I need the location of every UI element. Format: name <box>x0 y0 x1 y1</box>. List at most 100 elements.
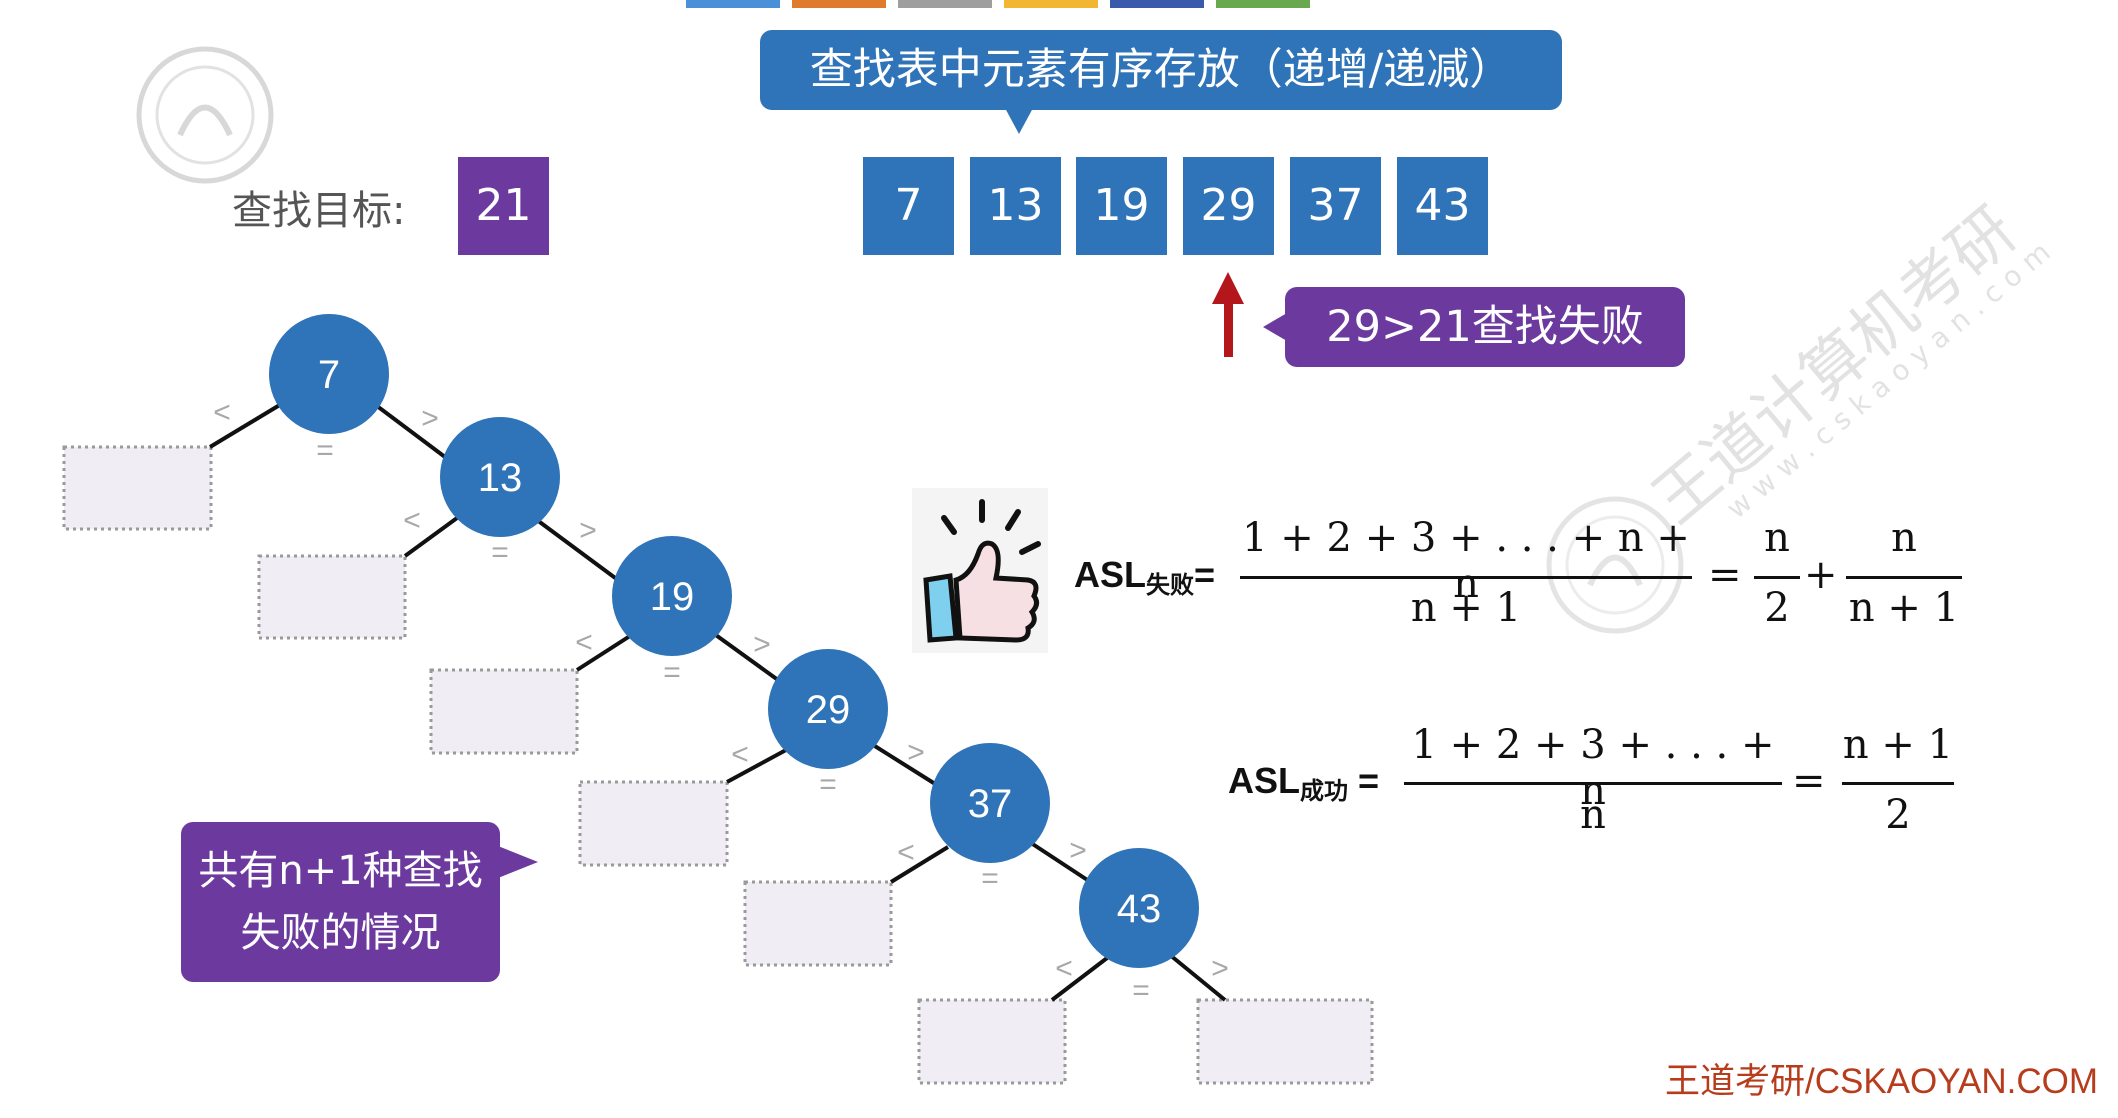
tree-node-label: 37 <box>968 782 1013 826</box>
up-arrow-icon <box>1212 272 1244 304</box>
tree-node-label: 7 <box>318 353 340 397</box>
strip-segment <box>686 0 780 8</box>
tree-edge-left <box>889 845 950 884</box>
edge-eq-label: = <box>1132 974 1150 1007</box>
failure-box <box>578 780 729 867</box>
edge-lt-label: < <box>897 836 915 869</box>
logo-seal-icon <box>1546 496 1684 634</box>
search-fail-callout-text: 29>21查找失败 <box>1326 302 1644 352</box>
strip-segment <box>1004 0 1098 8</box>
edge-lt-label: < <box>1055 952 1073 985</box>
table-cell: 37 <box>1290 157 1381 255</box>
asl-fail-eq: = <box>1194 554 1216 595</box>
color-strip <box>686 0 1310 8</box>
tree-edge-right <box>371 401 455 465</box>
edge-gt-label: > <box>907 736 925 769</box>
table-cell: 13 <box>970 157 1061 255</box>
asl-success-text: ASL <box>1228 760 1300 801</box>
failure-cases-line1: 共有n+1种查找 <box>198 848 483 894</box>
fraction-bar <box>1404 782 1782 785</box>
tree-edge-right <box>535 518 624 585</box>
fraction-bar <box>1846 576 1962 579</box>
search-fail-callout: 29>21查找失败 <box>1263 287 1685 367</box>
tree-node-label: 43 <box>1117 887 1162 931</box>
callout-tail <box>1005 108 1033 134</box>
callout-tail <box>498 846 538 878</box>
failure-box <box>917 998 1067 1085</box>
tree-edge-left <box>403 516 459 558</box>
table-cell: 19 <box>1076 157 1167 255</box>
asl-fail-numerator: 1 + 2 + 3 + . . . + n + n <box>1242 515 1690 607</box>
plus-sign: + <box>1804 552 1838 598</box>
tree-edge-left <box>726 748 787 784</box>
edge-gt-label: > <box>421 402 439 435</box>
strip-segment <box>792 0 886 8</box>
failure-box <box>62 445 213 531</box>
decision-tree: 7 13 19 29 37 43 < > = < > = < > = < > =… <box>62 314 1374 1085</box>
asl-fail-text: ASL <box>1074 554 1146 595</box>
tree-node <box>1079 848 1199 968</box>
tree-edge-left <box>575 634 632 672</box>
tree-edge-left <box>208 401 285 449</box>
equals-sign: = <box>1792 758 1826 804</box>
asl-fail-term2-numerator: n <box>1891 515 1917 561</box>
strip-segment <box>898 0 992 8</box>
failure-box <box>743 880 893 967</box>
failure-box <box>257 554 407 640</box>
tree-node <box>930 743 1050 863</box>
tree-node <box>612 536 732 656</box>
tree-edge-right <box>1023 837 1097 887</box>
asl-fail-denominator: n + 1 <box>1410 585 1522 631</box>
tree-node-label: 13 <box>478 456 523 500</box>
search-target-label: 查找目标: <box>232 188 406 234</box>
edge-gt-label: > <box>1069 834 1087 867</box>
tree-node-label: 29 <box>806 688 851 732</box>
edge-gt-label: > <box>579 514 597 547</box>
edge-lt-label: < <box>731 738 749 771</box>
edge-lt-label: < <box>575 626 593 659</box>
asl-fail-term1-denominator: 2 <box>1764 585 1790 631</box>
fraction-bar <box>1754 576 1800 579</box>
tree-node <box>768 649 888 769</box>
asl-success-label: ASL成功 = <box>1228 760 1379 806</box>
tree-edge-left <box>1050 953 1113 1002</box>
tree-node-label: 19 <box>650 575 695 619</box>
edge-lt-label: < <box>213 396 231 429</box>
tree-edge-right <box>711 631 780 682</box>
failure-box <box>429 668 579 755</box>
asl-success-denominator: n <box>1580 792 1606 838</box>
edge-eq-label: = <box>316 434 334 467</box>
asl-success-subscript: 成功 <box>1300 778 1348 805</box>
watermark-brand: 王道计算机考研 <box>1639 193 2031 539</box>
strip-segment <box>1216 0 1310 8</box>
asl-fail-term2-denominator: n + 1 <box>1848 585 1960 631</box>
asl-fail-label: ASL失败= <box>1074 554 1215 600</box>
failure-cases-callout: 共有n+1种查找 失败的情况 <box>181 822 538 982</box>
tree-node <box>269 314 389 434</box>
fraction-bar <box>1240 576 1692 579</box>
tree-edge-right <box>1168 953 1227 1002</box>
failure-cases-line2: 失败的情况 <box>240 910 441 956</box>
table-cell: 7 <box>863 157 954 255</box>
asl-fail-term1-numerator: n <box>1764 515 1790 561</box>
logo-seal-icon <box>136 46 274 184</box>
edge-eq-label: = <box>981 862 999 895</box>
up-arrow-shaft <box>1224 300 1233 357</box>
failure-box <box>1196 998 1374 1085</box>
sorted-table-callout-text: 查找表中元素有序存放（递增/递减） <box>809 45 1513 95</box>
asl-success-result-denominator: 2 <box>1885 792 1911 838</box>
table-cell: 43 <box>1397 157 1488 255</box>
edge-eq-label: = <box>819 768 837 801</box>
callout-tail <box>1263 313 1287 341</box>
equals-sign: = <box>1708 552 1742 598</box>
tree-node <box>440 417 560 537</box>
edge-gt-label: > <box>753 628 771 661</box>
edge-lt-label: < <box>403 504 421 537</box>
asl-success-eq: = <box>1358 760 1380 801</box>
asl-success-numerator: 1 + 2 + 3 + . . . + n <box>1411 722 1775 814</box>
strip-segment <box>1110 0 1204 8</box>
footer-brand: 王道考研/CSKAOYAN.COM <box>1664 1062 2098 1101</box>
edge-gt-label: > <box>1211 952 1229 985</box>
tree-edge-right <box>868 741 942 789</box>
edge-eq-label: = <box>663 656 681 689</box>
